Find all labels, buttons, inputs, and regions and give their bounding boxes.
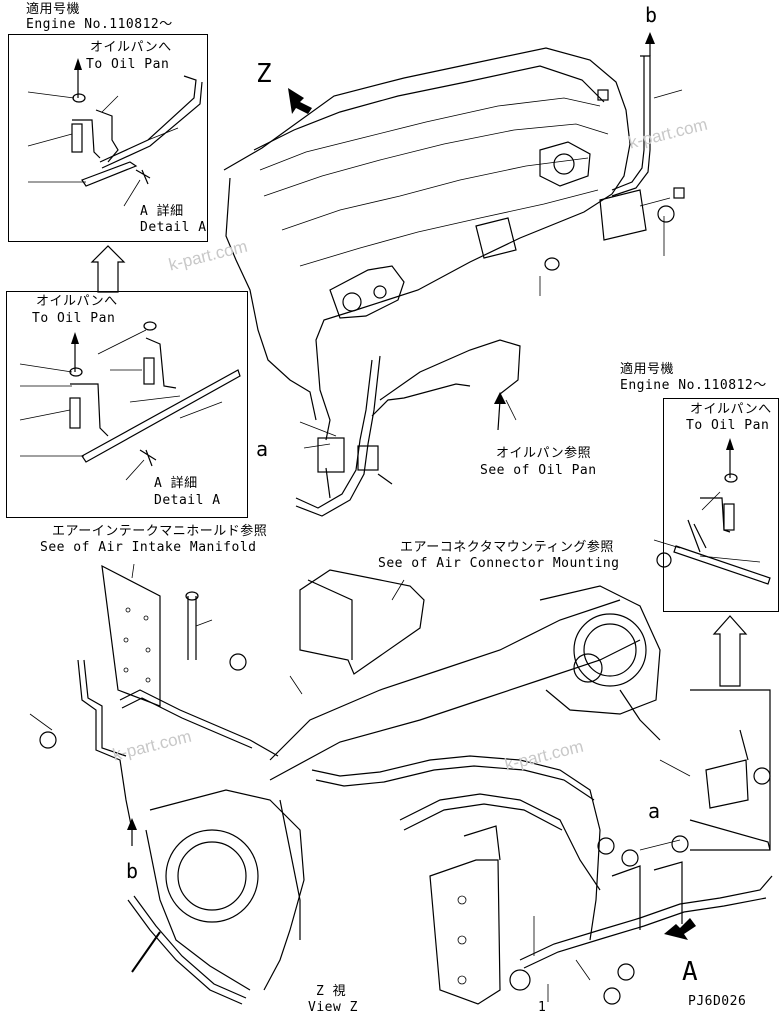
inset-arrow-up bbox=[90, 245, 126, 293]
inset-mid-drawing bbox=[19, 321, 241, 481]
inset-right-engine-no: Engine No.110812～ bbox=[620, 378, 767, 393]
inset-top-drawing bbox=[27, 58, 203, 207]
marker-b-bottom: b bbox=[126, 859, 139, 883]
see-intake-en: See of Air Intake Manifold bbox=[40, 540, 257, 555]
inset-mid-detail-en: Detail A bbox=[154, 493, 221, 508]
inset-top-applicable-label: 適用号機 bbox=[26, 2, 81, 17]
inset-top bbox=[8, 34, 208, 242]
see-oilpan-en: See of Oil Pan bbox=[480, 463, 597, 478]
marker-a-big: A bbox=[682, 957, 698, 987]
inset-right-applicable-label: 適用号機 bbox=[620, 362, 675, 377]
inset-right-oilpan-en: To Oil Pan bbox=[686, 418, 770, 433]
inset-right-arrow-up bbox=[712, 615, 748, 687]
see-intake-jp: エアーインテークマニホールド参照 bbox=[52, 524, 268, 539]
b-bottom-arrow bbox=[127, 818, 137, 830]
engine-lower-view bbox=[29, 564, 773, 1005]
inset-mid-oilpan-jp: オイルパンへ bbox=[36, 294, 118, 309]
engine-top-view bbox=[223, 47, 685, 517]
see-connector-jp: エアーコネクタマウンティング参照 bbox=[400, 540, 614, 555]
b-top-arrow bbox=[645, 32, 655, 44]
marker-z: Z bbox=[256, 59, 272, 89]
inset-right-drawing bbox=[653, 438, 771, 585]
marker-b-top: b bbox=[645, 3, 658, 27]
inset-mid-oilpan-en: To Oil Pan bbox=[32, 311, 116, 326]
inset-mid-detail-jp: A 詳細 bbox=[154, 476, 198, 491]
see-oilpan-jp: オイルパン参照 bbox=[496, 446, 592, 461]
inset-top-detail-jp: A 詳細 bbox=[140, 204, 184, 219]
inset-right bbox=[663, 398, 779, 612]
inset-top-oilpan-jp: オイルパンへ bbox=[90, 40, 172, 55]
view-z-jp: Z 視 bbox=[316, 984, 347, 999]
view-z-en: View Z bbox=[308, 1000, 358, 1015]
drawing-code: PJ6D026 bbox=[688, 994, 747, 1009]
marker-one: 1 bbox=[538, 1000, 547, 1015]
z-view-arrow bbox=[288, 88, 312, 114]
inset-top-engine-no: Engine No.110812～ bbox=[26, 17, 173, 32]
inset-right-oilpan-jp: オイルパンへ bbox=[690, 402, 772, 417]
inset-top-oilpan-en: To Oil Pan bbox=[86, 57, 170, 72]
marker-a-left: a bbox=[256, 437, 269, 461]
marker-a-right: a bbox=[648, 799, 661, 823]
a-big-arrow bbox=[664, 918, 696, 940]
see-connector-en: See of Air Connector Mounting bbox=[378, 556, 620, 571]
inset-mid bbox=[6, 291, 248, 518]
inset-top-detail-en: Detail A bbox=[140, 220, 207, 235]
